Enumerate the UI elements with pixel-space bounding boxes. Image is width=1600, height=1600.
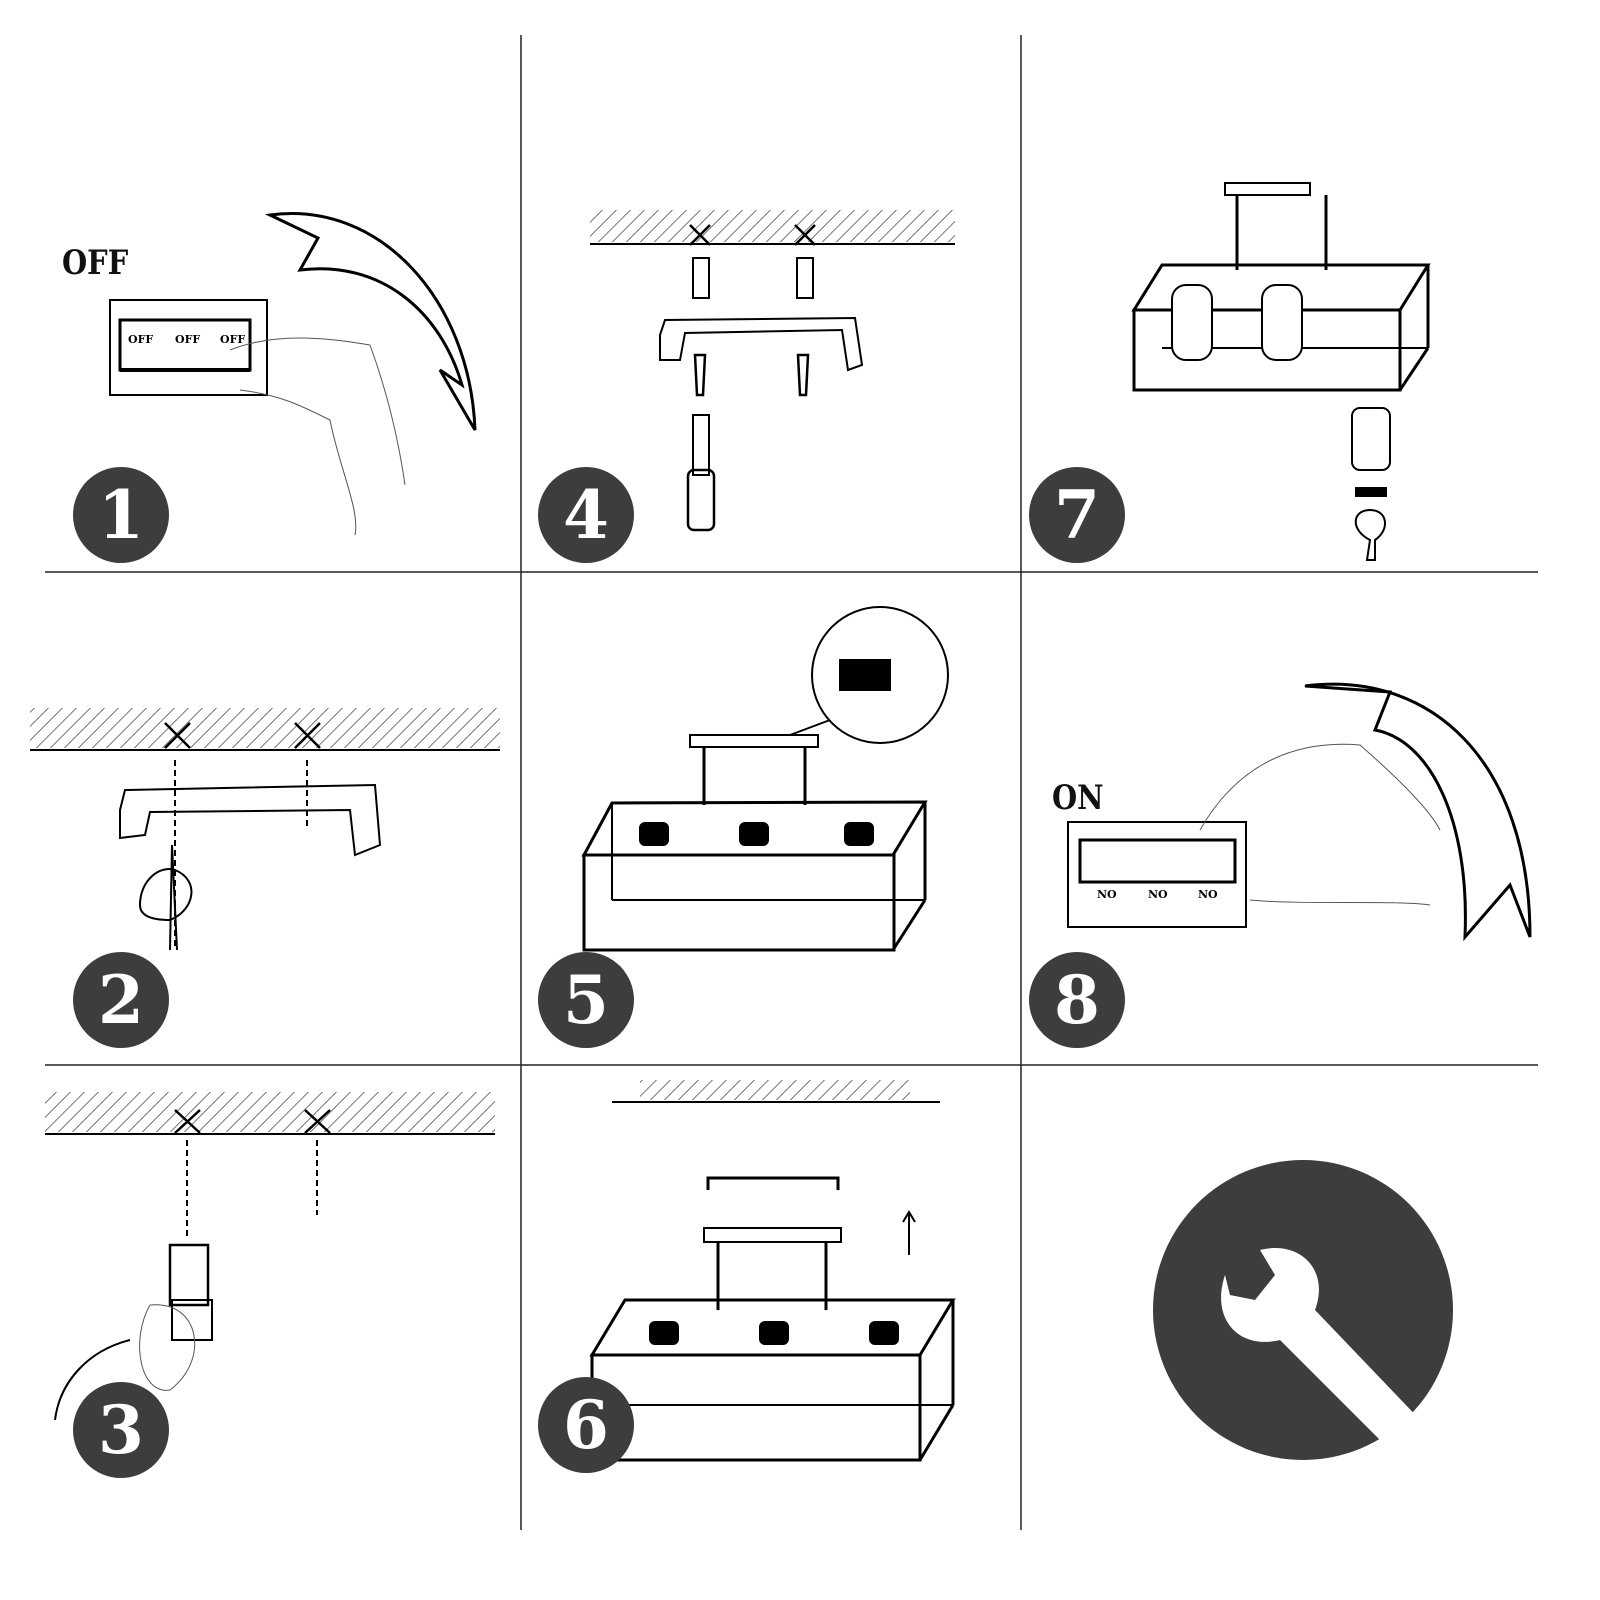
step-5-connect-wires-illustration xyxy=(581,606,949,952)
step-badge-6: 6 xyxy=(538,1377,634,1473)
step-badge-8: 8 xyxy=(1029,952,1125,1048)
step-2-mark-holes-illustration xyxy=(30,708,500,951)
step-badge-3: 3 xyxy=(73,1382,169,1478)
switch-label: OFF xyxy=(128,333,154,346)
step-6-attach-canopy-illustration xyxy=(589,1080,956,1462)
step-7-install-shades-illustration xyxy=(1131,182,1431,561)
switch-label: NO xyxy=(1198,888,1218,901)
grid-lines xyxy=(45,35,1538,1530)
switch-label: OFF xyxy=(175,333,201,346)
step-badge-1: 1 xyxy=(73,467,169,563)
step-badge-7: 7 xyxy=(1029,467,1125,563)
step-badge-5: 5 xyxy=(538,952,634,1048)
step-badge-2: 2 xyxy=(73,952,169,1048)
step-8-switch-on-illustration xyxy=(1067,682,1532,942)
off-label: OFF xyxy=(62,243,129,283)
switch-label: NO xyxy=(1148,888,1168,901)
on-label: ON xyxy=(1052,778,1104,818)
step-3-drill-illustration xyxy=(45,1092,495,1421)
step-1-switch-off-illustration xyxy=(109,212,477,536)
switch-label: NO xyxy=(1097,888,1117,901)
wrench-icon xyxy=(1153,1160,1453,1460)
step-4-mount-bracket-illustration xyxy=(590,210,955,532)
switch-label: OFF xyxy=(220,333,246,346)
step-badge-4: 4 xyxy=(538,467,634,563)
